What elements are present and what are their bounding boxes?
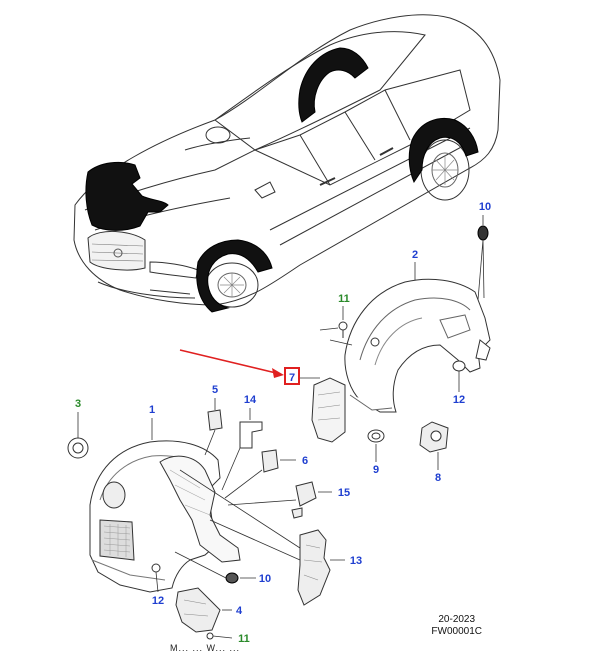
car-wheels — [205, 139, 470, 308]
part-10-fastener-lower — [225, 572, 239, 584]
inner-splash-panel — [159, 455, 241, 563]
callout-1: 1 — [149, 404, 155, 416]
part-12-plug-upper — [452, 360, 466, 372]
callout-3: 3 — [75, 398, 81, 410]
callout-11-lower: 11 — [238, 633, 250, 645]
callout-4: 4 — [236, 605, 243, 617]
callout-6: 6 — [302, 455, 308, 467]
leader-lines-left — [77, 398, 345, 639]
leader-lines-right — [300, 215, 485, 470]
front-left-liner-silhouette — [85, 161, 169, 231]
footer-block: 20-2023 FW00001C — [431, 614, 482, 638]
callout-7: 7 — [289, 372, 295, 384]
callout-13: 13 — [350, 555, 362, 567]
callout-12-upper: 12 — [453, 394, 465, 406]
callout-15: 15 — [338, 487, 350, 499]
part-13-deflector — [297, 529, 331, 606]
part-8-clip-housing — [419, 421, 449, 453]
part-2-rear-liner — [344, 278, 491, 413]
part-3-cap — [67, 437, 89, 459]
part-11-screw-lower — [206, 632, 214, 640]
callout-11-upper: 11 — [338, 293, 350, 305]
highlight-box — [284, 367, 300, 385]
part-14-bracket — [239, 421, 263, 449]
part-15-fastener — [291, 481, 317, 519]
footer-code: FW00001C — [431, 626, 482, 637]
callout-10-upper: 10 — [479, 201, 491, 213]
part-9-grommet — [367, 429, 385, 443]
car-illustration — [73, 14, 501, 306]
callout-2: 2 — [412, 249, 418, 261]
bottom-caption: M... ... W... ... — [170, 643, 241, 653]
part-7-bracket — [311, 377, 346, 443]
highlight-arrow — [179, 349, 300, 385]
callout-14: 14 — [244, 394, 257, 406]
part-5-clip — [207, 409, 223, 431]
part-11-screw-upper — [338, 321, 348, 338]
callout-labels: 1 2 3 4 5 6 7 8 9 10 10 11 11 12 12 13 1… — [75, 201, 491, 645]
callout-12-lower: 12 — [152, 595, 164, 607]
part-6-retainer — [261, 449, 279, 473]
callout-8: 8 — [435, 472, 441, 484]
callout-5: 5 — [212, 384, 218, 396]
car-arch-liners — [85, 47, 479, 313]
footer-date: 20-2023 — [438, 614, 476, 625]
rear-right-liner-silhouette — [408, 117, 479, 184]
front-right-liner-silhouette — [196, 239, 273, 313]
rear-left-liner-silhouette — [298, 47, 369, 123]
callout-10-lower: 10 — [259, 573, 271, 585]
callout-9: 9 — [373, 464, 379, 476]
part-4-mud-flap — [175, 587, 221, 633]
part-10-fastener-upper — [477, 225, 489, 241]
